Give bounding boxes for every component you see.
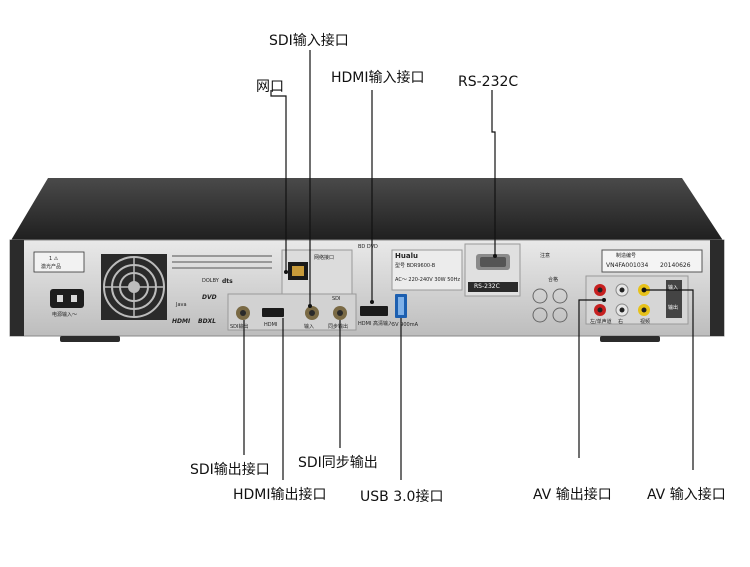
dolby-logo: DOLBY	[202, 278, 219, 284]
dts-logo: dts	[222, 278, 233, 285]
serial-date-label: 20140626	[660, 262, 691, 269]
hdmi-logo: HDMI	[172, 318, 191, 325]
java-logo: Java	[176, 302, 187, 308]
callout-hdmi-input: HDMI输入接口	[331, 70, 425, 86]
sdi-panel-label: SDI	[332, 296, 341, 302]
sdi-sync-port-label: 同步输出	[328, 324, 349, 330]
svg-text:激光产品: 激光产品	[41, 263, 61, 270]
rs232-panel-label: RS-232C	[474, 283, 500, 290]
sdi-output-bnc[interactable]	[236, 306, 250, 320]
power-inlet	[50, 289, 84, 308]
callout-sdi-input: SDI输入接口	[269, 33, 349, 49]
power-input-label: 电源输入～	[52, 312, 78, 318]
chassis-top	[10, 178, 724, 242]
callout-sdi-output: SDI输出接口	[190, 462, 270, 478]
av-left-label: 左/单声道	[590, 319, 612, 325]
usb-spec-label: 5V 900mA	[392, 322, 419, 328]
av-right-label: 右	[618, 319, 624, 325]
av-output-jacks[interactable]	[594, 283, 650, 297]
warning-sticker	[33, 251, 85, 273]
bd-dvd-label: BD DVD	[358, 244, 378, 250]
callout-sdi-sync: SDI同步输出	[298, 455, 378, 471]
hdmi-out-port-label: HDMI	[264, 322, 278, 328]
av-input-side-label: 输入	[668, 285, 679, 291]
av-video-label: 视频	[640, 319, 651, 325]
network-panel-label: 网络接口	[314, 255, 335, 261]
qc-label: 合格	[548, 277, 559, 283]
brand-label: Hualu	[395, 252, 418, 260]
hdmi-output-port	[262, 308, 284, 317]
av-input-jacks[interactable]	[594, 303, 650, 317]
serial-header-label: 制造编号	[616, 253, 637, 259]
foot-left	[60, 336, 120, 342]
callout-lines	[243, 50, 694, 480]
chassis-side-left	[10, 240, 24, 336]
chassis-side-right	[710, 240, 724, 336]
model-plate	[391, 249, 463, 291]
sdi-input-bnc[interactable]	[305, 306, 319, 320]
dvd-logo: DVD	[202, 294, 217, 301]
svg-text:1 ⚠: 1 ⚠	[49, 256, 59, 262]
serial-sticker	[601, 249, 703, 273]
hdmi-input-port	[360, 306, 388, 316]
foot-right	[600, 336, 660, 342]
sdi-sync-bnc[interactable]	[333, 306, 347, 320]
network-plate	[281, 249, 353, 295]
callout-hdmi-output: HDMI输出接口	[233, 487, 327, 503]
bdxl-logo: BDXL	[198, 318, 217, 325]
callout-av-input: AV 输入接口	[647, 487, 726, 503]
av-output-side-label: 输出	[668, 305, 679, 311]
power-spec-label: AC～ 220-240V 30W 50Hz	[395, 277, 460, 283]
callout-rs232: RS-232C	[458, 74, 519, 90]
serial-number-label: VN4FA001034	[606, 262, 649, 269]
callout-lan: 网口	[256, 79, 284, 95]
caution-label: 注意	[540, 253, 551, 259]
model-label: 型号 BDR9600-B	[395, 263, 436, 269]
sdi-in-port-label: 输入	[304, 324, 315, 330]
hdmi-in-port-label: HDMI 高清输入	[358, 321, 393, 327]
sdi-out-port-label: SDI输出	[230, 324, 249, 330]
callout-usb3: USB 3.0接口	[360, 489, 444, 505]
callout-av-output: AV 输出接口	[533, 487, 612, 503]
